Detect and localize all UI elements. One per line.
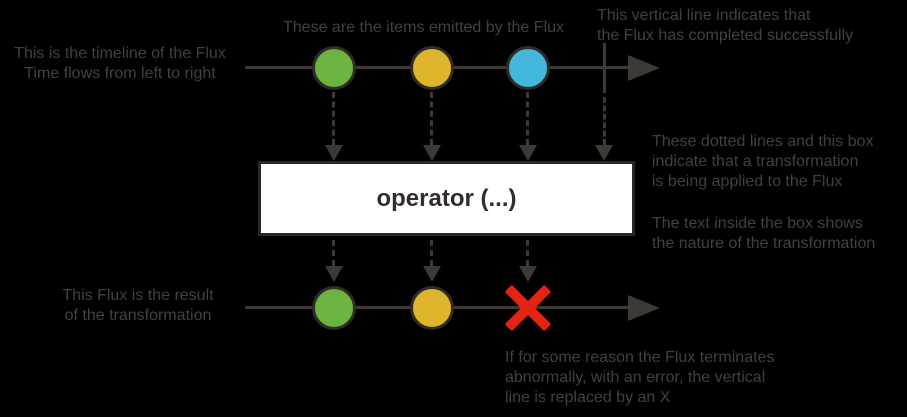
source-marble-blue [506, 46, 550, 90]
dashed-line-yellow-out [430, 240, 433, 266]
result-annotation: This Flux is the result of the transform… [62, 287, 214, 324]
dashed-line-complete-in [603, 97, 606, 145]
dashed-arrowhead-green-out-icon [325, 266, 343, 282]
box-text-annotation: The text inside the box shows the nature… [652, 215, 876, 252]
dashed-line-error-out [526, 240, 529, 266]
dashed-arrowhead-error-out-icon [519, 266, 537, 282]
result-timeline-arrowhead-icon [628, 295, 660, 321]
dashed-arrowhead-blue-in-icon [519, 145, 537, 161]
operator-box: operator (...) [258, 161, 635, 236]
result-marble-yellow [410, 286, 454, 330]
operator-label: operator (...) [376, 184, 517, 212]
dashed-line-green-out [332, 240, 335, 266]
dashed-arrowhead-complete-in-icon [595, 145, 613, 161]
items-annotation: These are the items emitted by the Flux [283, 19, 565, 36]
result-marble-green [312, 286, 356, 330]
dashed-line-blue-in [526, 92, 529, 145]
dashed-line-yellow-in [430, 92, 433, 145]
timeline-annotation: This is the timeline of the Flux Time fl… [14, 45, 226, 82]
dashed-line-green-in [332, 92, 335, 145]
dashed-arrowhead-green-in-icon [325, 145, 343, 161]
error-x-icon [504, 284, 552, 332]
source-marble-yellow [410, 46, 454, 90]
dashed-arrowhead-yellow-in-icon [423, 145, 441, 161]
transformation-annotation: These dotted lines and this box indicate… [652, 133, 874, 190]
complete-tick-icon [603, 43, 606, 93]
complete-annotation: This vertical line indicates that the Fl… [597, 7, 854, 44]
source-timeline-arrowhead-icon [628, 55, 660, 81]
error-annotation: If for some reason the Flux terminates a… [505, 349, 775, 406]
source-marble-green [312, 46, 356, 90]
dashed-arrowhead-yellow-out-icon [423, 266, 441, 282]
